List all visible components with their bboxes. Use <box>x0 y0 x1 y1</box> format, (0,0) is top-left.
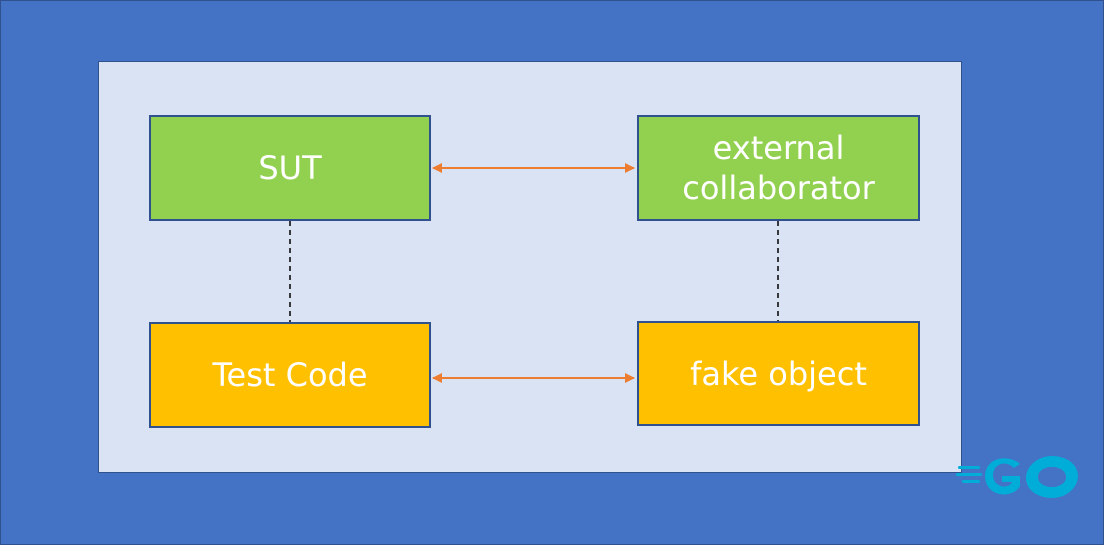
sut-label: SUT <box>258 149 322 187</box>
sut-box: SUT <box>149 115 431 221</box>
go-gopher-logo-icon <box>956 456 1078 498</box>
fake-object-box: fake object <box>637 321 920 426</box>
test-code-box: Test Code <box>149 322 431 428</box>
test-code-label: Test Code <box>212 356 368 394</box>
external-collaborator-box: external collaborator <box>637 115 920 221</box>
external-collaborator-label: external collaborator <box>682 129 875 207</box>
fake-object-label: fake object <box>690 354 867 393</box>
